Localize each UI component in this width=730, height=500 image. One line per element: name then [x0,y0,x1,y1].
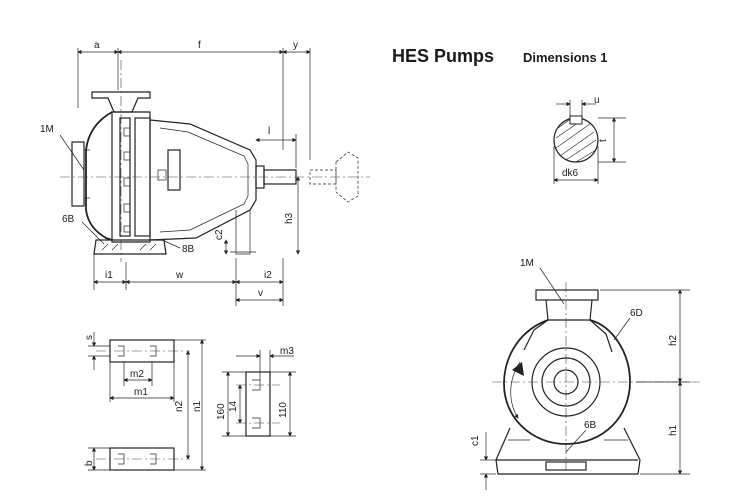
dim-c2: c2 [214,229,225,240]
dim-v: v [258,288,263,299]
dim-f: f [198,40,201,51]
dim-m2: m2 [130,369,144,380]
callout-suction-1m: 1M [520,258,534,269]
dim-h2: h2 [668,334,679,346]
callout-drain-6b: 6B [584,420,597,431]
callout-casing-drain-8b: 8B [182,244,195,255]
dim-h1: h1 [668,424,679,436]
bracket-detail: m3 160 14 110 [216,346,296,437]
dim-m3: m3 [280,346,294,357]
dim-a: a [94,40,100,51]
dim-i2: i2 [264,270,272,281]
shaft-section: u t dk6 [553,95,626,184]
dim-160: 160 [216,403,227,420]
dim-n2: n2 [174,400,185,412]
dim-y: y [293,40,298,51]
bottom-dimension-chain: i1 w i2 v [93,254,284,306]
dim-110: 110 [278,402,289,418]
top-dimension-chain: a f y [77,40,311,160]
dim-m1: m1 [134,387,148,398]
dim-c1: c1 [470,435,481,446]
dim-n1: n1 [192,400,203,412]
dim-h3: h3 [284,212,295,224]
dim-s: s [84,335,95,340]
side-view: a f y [40,40,370,306]
dim-l: l [268,126,270,137]
dim-t: t [598,139,609,142]
shaft-dims: l h3 c2 [214,126,301,255]
dim-u: u [594,95,600,106]
callout-vent-6d: 6D [630,308,643,319]
callout-suction-1m: 1M [40,124,54,135]
dim-i1: i1 [105,270,113,281]
dim-b: b [84,460,95,466]
foot-plan: s m2 m1 n2 n1 b [84,332,206,471]
callout-drain-6b: 6B [62,214,75,225]
dim-dk6: dk6 [562,168,579,179]
front-view: h2 h1 c1 1M 6D 6B [470,258,700,490]
page-title: HES Pumps [392,46,495,66]
dim-14: 14 [228,400,239,412]
page-subtitle: Dimensions 1 [523,50,608,65]
dim-w: w [175,270,184,281]
